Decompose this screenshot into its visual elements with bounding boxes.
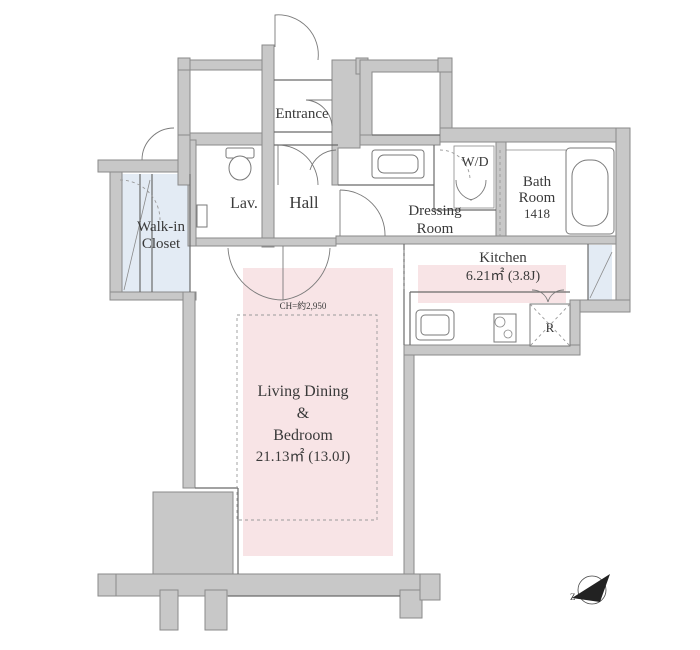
label-entrance: Entrance	[275, 106, 329, 122]
label-ceiling-height: CH=約2,950	[280, 300, 327, 311]
living-area-outline	[236, 314, 378, 521]
toilet-bowl-icon	[228, 155, 252, 181]
label-kitchen-area: 6.21㎡ (3.8J)	[466, 268, 541, 284]
label-walkin-line2: Closet	[142, 236, 181, 252]
cooktop-icon	[493, 313, 517, 343]
label-walkin-line1: Walk-in	[137, 219, 185, 235]
label-bath-size: 1418	[524, 206, 550, 221]
label-bath-line1: Bath	[523, 174, 552, 190]
fixtures	[123, 145, 615, 521]
label-bath-line2: Room	[519, 190, 556, 206]
label-dressing-line1: Dressing	[408, 203, 462, 219]
label-ldb-line2: &	[297, 405, 310, 422]
label-ldb-line3: Bedroom	[273, 427, 333, 444]
room-labels: Entrance Lav. Hall W/D Bath Room 1418 Dr…	[137, 106, 556, 465]
doors	[119, 14, 565, 303]
walls	[97, 44, 631, 631]
label-ldb-area: 21.13㎡ (13.0J)	[256, 448, 351, 465]
kitchen-fill	[418, 265, 566, 303]
walkin-closet-fill	[122, 174, 190, 292]
label-fridge: R	[546, 320, 555, 335]
interior-lines	[139, 79, 589, 597]
north-arrow-icon: Z	[570, 574, 610, 605]
label-hall: Hall	[289, 193, 319, 212]
living-room-fill	[243, 268, 393, 556]
label-ldb-line1: Living Dining	[257, 383, 348, 400]
label-dressing-line2: Room	[417, 221, 454, 237]
svg-text:Z: Z	[570, 592, 576, 602]
label-wd: W/D	[461, 155, 488, 170]
label-kitchen: Kitchen	[479, 250, 527, 266]
lav-sink-icon	[196, 204, 208, 228]
washer-dryer-space-icon	[453, 145, 495, 209]
label-lav: Lav.	[230, 195, 258, 212]
